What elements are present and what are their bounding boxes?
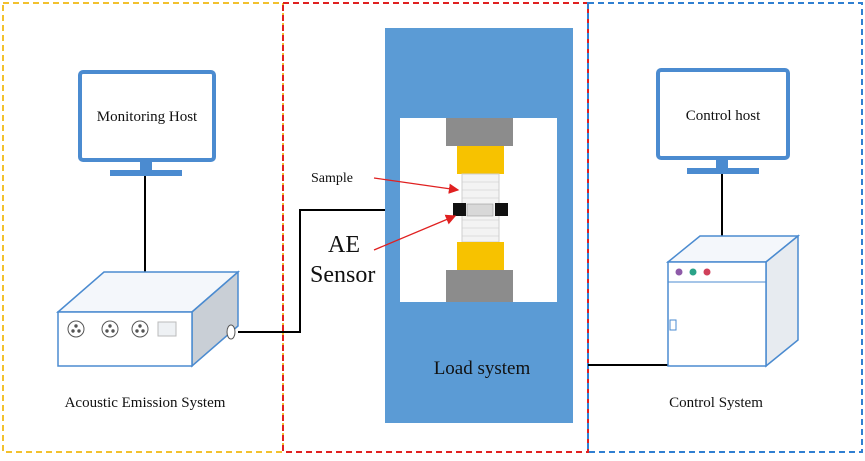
upper-clamp (457, 146, 504, 174)
connection-cables (144, 174, 723, 366)
ae-sensor-left (453, 203, 466, 216)
lower-platen (446, 270, 513, 302)
sample-label: Sample (311, 171, 353, 186)
side-connector-icon (226, 324, 236, 340)
load-frame: Load system (385, 28, 573, 423)
connector-ports-icon (67, 320, 177, 338)
acoustic-emission-system-label: Acoustic Emission System (65, 395, 226, 411)
control-system-label: Control System (669, 395, 763, 411)
ae-sensor-right (495, 203, 508, 216)
lower-clamp (457, 242, 504, 270)
control-host-label: Control host (686, 108, 761, 124)
acoustic-emission-box (55, 270, 241, 368)
control-cabinet (665, 234, 801, 368)
ae-sensor-label-line1: AE (328, 232, 360, 258)
indicator-lights-icon (675, 268, 711, 276)
control-host-monitor: Control host (656, 68, 790, 174)
annotation-arrows (373, 177, 460, 251)
ae-sensor-label-line2: Sensor (310, 262, 375, 288)
monitoring-host-label: Monitoring Host (97, 109, 198, 125)
load-system-label: Load system (434, 358, 531, 379)
control-region (587, 2, 863, 453)
load-region (282, 2, 589, 453)
cabinet-handle-icon (669, 319, 677, 331)
monitoring-host-monitor: Monitoring Host (78, 70, 216, 176)
upper-platen (446, 118, 513, 146)
